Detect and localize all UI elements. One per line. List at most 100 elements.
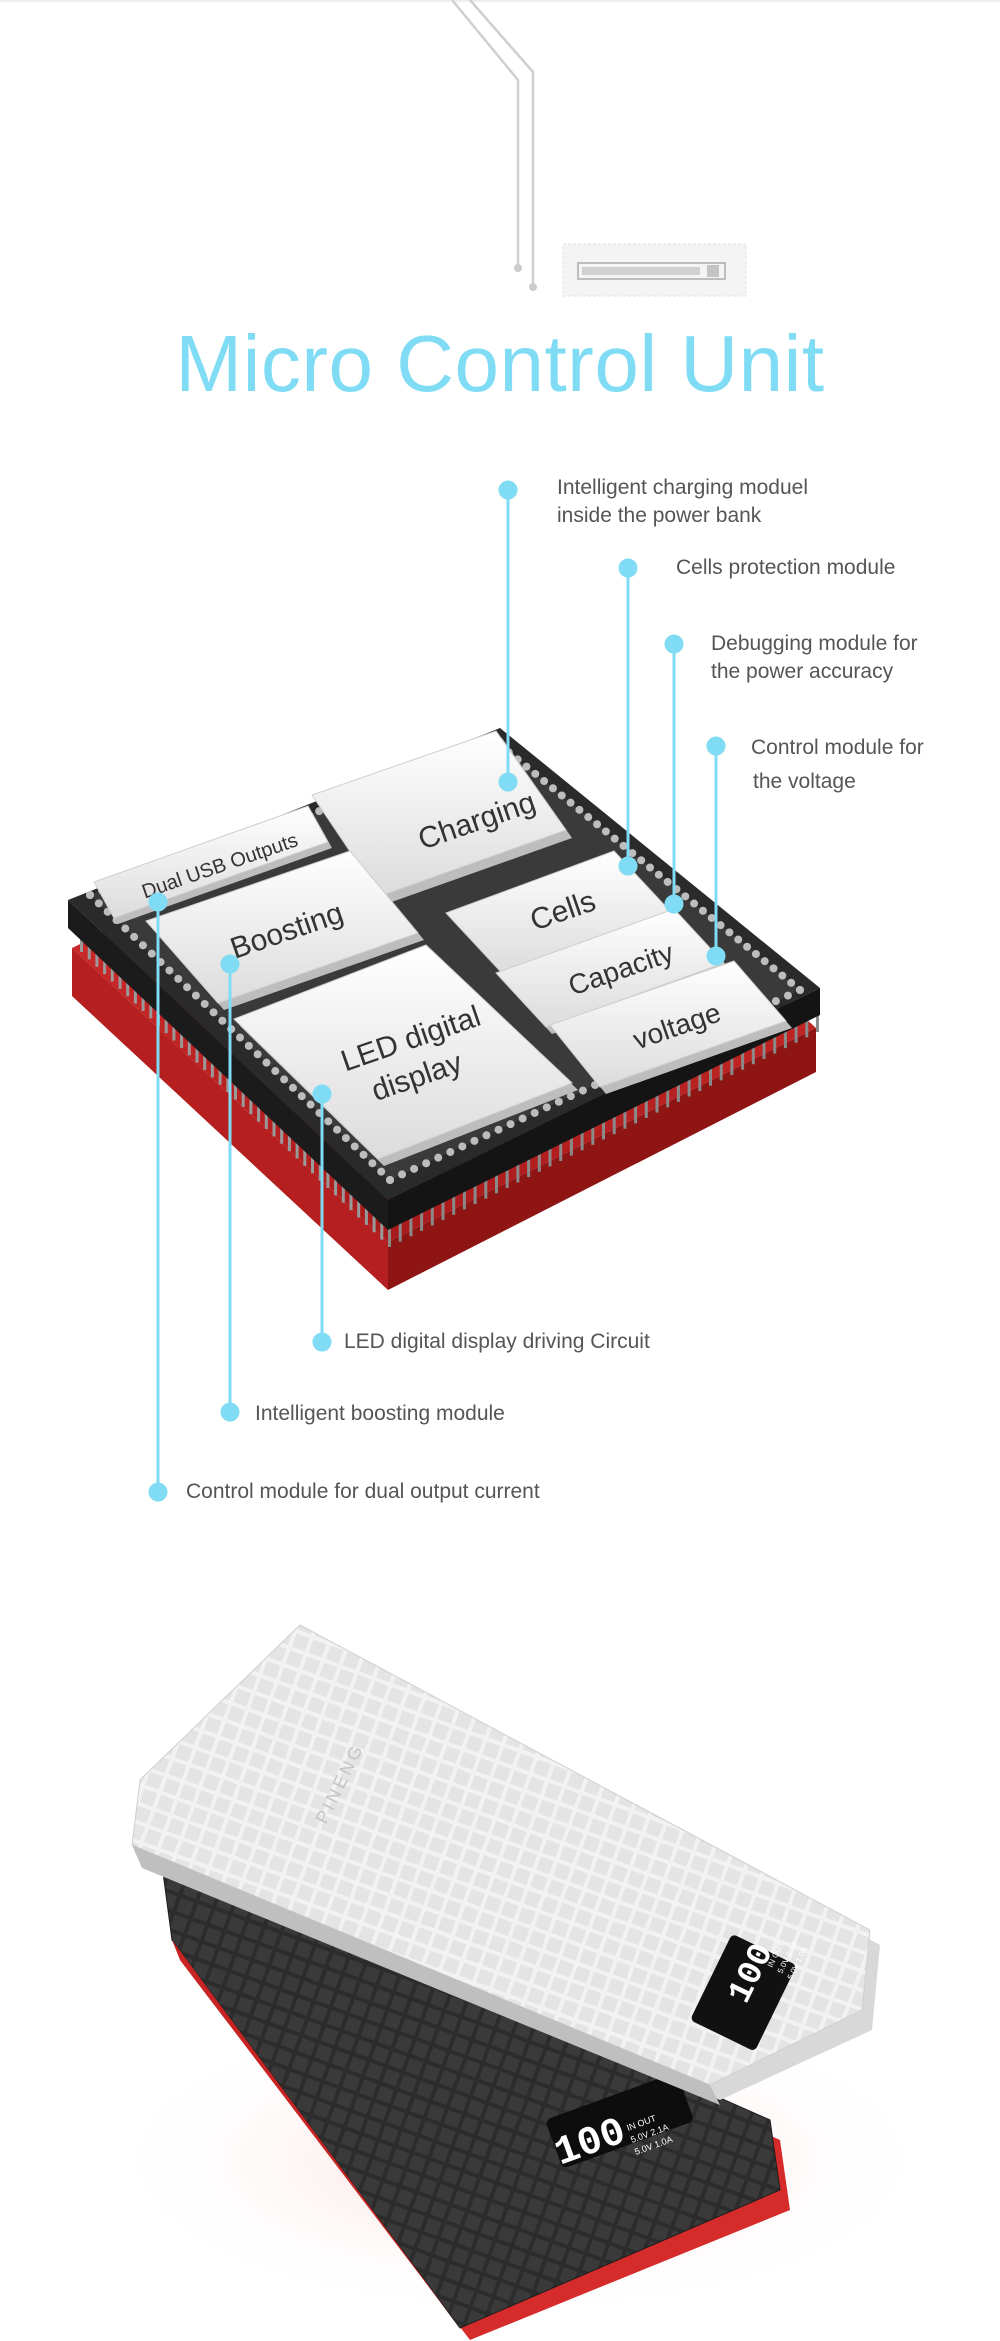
- black-power-bank: 100 IN OUT 5.0V 2.1A 5.0V 1.0A: [159, 1849, 790, 2341]
- pin-dot: [578, 1086, 587, 1095]
- pin-leg: [794, 1020, 798, 1043]
- callout-dot-dual: [148, 1482, 168, 1502]
- module-capacity: Capacity: [495, 908, 730, 1034]
- pin-leg: [409, 1214, 413, 1237]
- callout-dot-debug: [664, 634, 684, 654]
- callout-label-charging: Intelligent charging moduel inside the p…: [557, 474, 808, 530]
- pin-dot: [566, 798, 575, 807]
- pin-leg: [441, 1198, 445, 1221]
- pin-dot: [707, 913, 716, 922]
- pin-leg: [218, 1062, 222, 1085]
- pin-dot: [138, 941, 147, 950]
- pin-leg: [380, 1217, 384, 1240]
- pin-dot: [306, 1100, 315, 1109]
- pin-dot: [681, 892, 690, 901]
- pin-leg: [172, 1018, 176, 1041]
- pin-leg: [473, 1182, 477, 1204]
- pin-leg: [709, 1063, 712, 1086]
- pin-leg: [816, 1010, 819, 1032]
- pin-leg: [430, 1203, 434, 1226]
- decorative-circuit-lines: [0, 0, 1000, 297]
- pin-leg: [357, 1195, 361, 1218]
- pin-dot: [288, 1083, 297, 1092]
- pin-dot: [654, 870, 663, 879]
- pin-leg: [591, 1122, 595, 1145]
- module-boosting: Boosting: [145, 850, 424, 1010]
- pin-dot: [548, 784, 557, 793]
- pin-leg: [210, 1055, 214, 1078]
- pin-dot: [637, 856, 646, 865]
- pin-dot: [333, 1125, 342, 1134]
- callout-label-led: LED digital display driving Circuit: [344, 1330, 650, 1353]
- pin-leg: [187, 1033, 191, 1056]
- pin-dot: [531, 769, 540, 778]
- pin-dot: [200, 999, 209, 1008]
- pin-dot: [557, 791, 566, 800]
- pin-dot: [482, 1131, 491, 1140]
- pin-leg: [118, 966, 122, 989]
- pin-leg: [719, 1058, 723, 1081]
- pin-leg: [241, 1084, 245, 1107]
- pin-leg: [87, 937, 91, 960]
- white-power-bank: PINENG 100 IN OUT 5.0V 2.1A 5.0V 1.0A: [131, 1624, 880, 2105]
- pin-leg: [655, 1090, 659, 1113]
- pin-dot: [593, 820, 602, 829]
- pin-dot: [771, 997, 780, 1006]
- pin-leg: [644, 1096, 648, 1118]
- callout-label-boosting: Intelligent boosting module: [255, 1402, 505, 1425]
- pin-dot: [297, 1092, 306, 1101]
- callout-label-debug: Debugging module for the power accuracy: [711, 630, 918, 686]
- pin-leg: [559, 1139, 563, 1161]
- pin-leg: [103, 952, 107, 975]
- pin-dot: [522, 762, 531, 771]
- pin-dot: [470, 1136, 479, 1145]
- pin-leg: [580, 1128, 584, 1151]
- pin-dot: [628, 849, 637, 858]
- pin-leg: [349, 1188, 353, 1211]
- pin-leg: [537, 1149, 541, 1172]
- pin-dot: [434, 1153, 443, 1162]
- pin-leg: [141, 989, 145, 1011]
- mcu-chip-illustration: Charging Dual USB Outputs Boosting Cells…: [68, 480, 820, 1502]
- pin-dot: [236, 1033, 244, 1042]
- chip-pins: [80, 930, 819, 1247]
- pin-leg: [195, 1040, 199, 1063]
- pin-leg: [226, 1070, 230, 1093]
- pin-leg: [505, 1165, 509, 1188]
- pin-dot: [341, 1134, 350, 1143]
- pin-leg: [634, 1101, 638, 1124]
- pin-dot: [244, 1041, 253, 1050]
- pin-dot: [584, 813, 593, 822]
- callout-label-cells: Cells protection module: [676, 556, 896, 579]
- pin-leg: [751, 1042, 755, 1065]
- pin-dot: [324, 1117, 333, 1126]
- callout-label-voltage: Control module for the voltage: [751, 734, 924, 796]
- pin-dot: [377, 1167, 386, 1176]
- pin-leg: [334, 1173, 338, 1196]
- pin-dot: [783, 991, 792, 1000]
- pin-dot: [271, 1067, 280, 1076]
- callout-dot-boosting: [220, 1402, 240, 1422]
- pin-dot: [540, 777, 549, 786]
- pin-dot: [530, 1108, 539, 1117]
- pin-dot: [209, 1008, 218, 1017]
- pin-dot: [86, 891, 94, 899]
- pin-dot: [218, 1016, 227, 1025]
- page-title: Micro Control Unit: [175, 319, 825, 408]
- pin-leg: [249, 1092, 253, 1115]
- pin-leg: [484, 1176, 488, 1199]
- pin-leg: [495, 1171, 498, 1194]
- pin-dot: [410, 1164, 419, 1173]
- pin-dot: [518, 1114, 527, 1123]
- pin-dot: [610, 834, 619, 843]
- pin-leg: [762, 1036, 766, 1059]
- pin-leg: [388, 1225, 391, 1247]
- pin-dot: [121, 924, 130, 933]
- pin-leg: [295, 1136, 299, 1159]
- pin-dot: [619, 841, 628, 850]
- pin-leg: [783, 1026, 787, 1049]
- pin-leg: [257, 1099, 261, 1122]
- module-voltage: voltage: [549, 960, 792, 1094]
- callout-debug-line2: the power accuracy: [711, 660, 894, 683]
- callout-label-dual: Control module for dual output current: [186, 1480, 540, 1503]
